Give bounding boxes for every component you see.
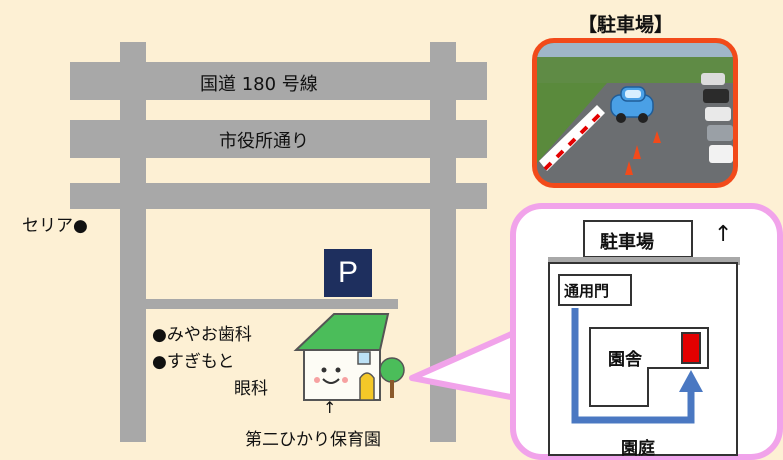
inset-building-label: 園舎 (608, 350, 642, 370)
house-cheek-left (314, 377, 320, 383)
photo-parked-cars (701, 73, 733, 163)
photo-grass-edge (537, 83, 607, 163)
house-roof (293, 313, 390, 351)
photo-title: 【駐車場】 (578, 14, 674, 36)
tree-trunk (390, 380, 394, 398)
landmark-sugimoto-eye: ●すぎもと (152, 352, 235, 372)
parking-photo (532, 38, 738, 188)
tree-crown (379, 357, 405, 383)
road-left-vertical (120, 42, 146, 442)
landmark-miyao-dental: ●みやお歯科 (152, 325, 252, 345)
house-window (357, 351, 371, 365)
landmark-seria: セリア● (22, 216, 88, 236)
school-name: 第二ひかり保育園 (245, 430, 381, 450)
road-lower-horizontal (146, 299, 398, 309)
inset-building-outline (589, 327, 709, 407)
photo-asphalt (537, 83, 733, 183)
entrance-marker (681, 332, 701, 364)
inset-yard-label: 園庭 (621, 439, 655, 459)
house-smile (322, 378, 340, 384)
landmark-sugimoto-eye-line2: 眼科 (234, 379, 268, 399)
house-eye-left (321, 367, 327, 373)
inset-road-strip (548, 257, 740, 265)
inset-gate-label: 通用門 (564, 282, 610, 300)
parking-sign: P (324, 249, 372, 297)
photo-barrier (539, 105, 605, 171)
parking-photo-illustration (537, 43, 733, 183)
road-label-city-hall-street: 市役所通り (219, 131, 309, 152)
route-arrowhead-icon (679, 370, 703, 392)
nursery-house-illustration (293, 313, 405, 401)
callout-pointer (409, 330, 518, 401)
house-door (359, 372, 375, 401)
photo-sky (537, 43, 733, 57)
house-eye-right (335, 367, 341, 373)
photo-cones (625, 131, 661, 175)
car-icon (610, 86, 654, 123)
house-cheek-right (342, 377, 348, 383)
inset-gate-box (558, 274, 632, 306)
route-arrow-line (571, 308, 703, 424)
school-arrow: ↑ (323, 398, 337, 417)
north-arrow-icon: ↑ (714, 222, 733, 247)
road-label-route-180: 国道 180 号線 (200, 74, 318, 95)
inset-parking-label: 駐車場 (600, 232, 654, 253)
